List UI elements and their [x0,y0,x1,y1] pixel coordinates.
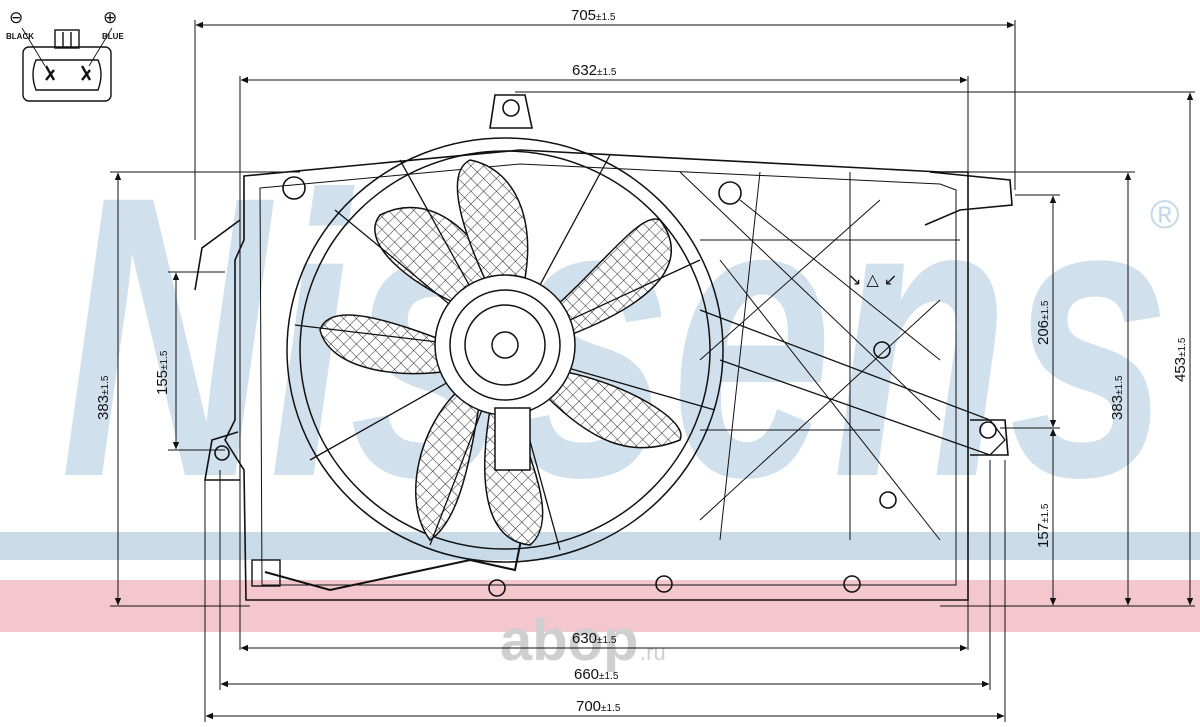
fan-blade [456,159,529,301]
site-logo-text: abop [500,608,639,673]
fan-ring-outer [286,137,724,563]
right-foot [970,419,1009,456]
dim-tol: ±1.5 [1114,375,1125,395]
fan-blade [415,384,481,542]
dim-value: 383 [95,395,112,420]
motor-shaft [491,331,519,359]
dim-value: 157 [1035,523,1052,548]
fastener-holes [214,176,997,597]
fan-ring-inner [299,150,711,550]
dim-right-lower: 157±1.5 [1035,503,1052,548]
dim-value: 383 [1109,395,1126,420]
fan-blade [544,369,682,449]
right-bracket [924,171,1013,226]
dim-tol: ±1.5 [597,635,617,646]
dim-top-inner: 632±1.5 [572,62,617,79]
dim-tol: ±1.5 [159,350,170,370]
right-lower-arm [699,309,1006,456]
dim-value: 155 [154,370,171,395]
site-logo: abop .ru [500,608,666,673]
minus-label: BLACK [6,32,34,41]
dim-value: 206 [1035,320,1052,345]
dim-tol: ±1.5 [1040,300,1051,320]
fan [286,137,724,563]
dim-value: 700 [576,698,601,715]
dim-left-outer: 383±1.5 [95,375,112,420]
dim-left-inner: 155±1.5 [154,350,171,395]
shroud-ribs [679,171,960,541]
dim-value: 453 [1172,357,1189,382]
shroud-inner-outline [259,163,957,586]
shroud-top-tab [489,94,533,129]
left-hook [194,219,241,291]
direction-marks: ↘ △ ↙ [848,270,897,289]
minus-symbol: ⊖ [9,8,23,28]
dimension-labels: 705±1.5 632±1.5 630±1.5 660±1.5 700±1.5 … [95,7,1189,715]
dim-tol: ±1.5 [601,703,621,714]
plus-label: BLUE [102,32,124,41]
dim-tol: ±1.5 [100,375,111,395]
dim-value: 632 [572,62,597,79]
dim-bottom-3: 700±1.5 [576,698,621,715]
plus-symbol: ⊕ [103,8,117,28]
dim-tol: ±1.5 [599,671,619,682]
left-foot [204,431,240,481]
connector-latch [54,29,80,49]
top-tab-hole [502,99,520,117]
dim-right-upper: 206±1.5 [1035,300,1052,345]
dim-tol: ±1.5 [597,67,617,78]
dimension-lines [110,20,1195,722]
dim-tol: ±1.5 [596,12,616,23]
fan-blade [538,218,672,336]
shroud-outline [224,149,969,601]
dim-tol: ±1.5 [1040,503,1051,523]
connector-housing [22,46,112,102]
dim-right-outer: 453±1.5 [1172,337,1189,382]
dim-value: 660 [574,666,599,683]
dim-tol: ±1.5 [1177,337,1188,357]
dim-bottom-1: 630±1.5 [572,630,617,647]
watermark-registered-mark: ® [1150,193,1179,237]
shroud: ↘ △ ↙ [194,94,1013,601]
dim-bottom-2: 660±1.5 [574,666,619,683]
dim-right-mid: 383±1.5 [1109,375,1126,420]
harness-plug [251,559,281,587]
connector-inset: ⊖ ⊕ BLACK BLUE [6,8,124,102]
fan-blade [319,314,456,375]
dim-top-outer: 705±1.5 [571,7,616,24]
motor-connector-block [494,407,531,471]
dim-value: 705 [571,7,596,24]
watermark-blue-band [0,532,1200,560]
dim-value: 630 [572,630,597,647]
site-logo-suffix: .ru [640,640,666,665]
connector-plug-outline [32,59,102,91]
